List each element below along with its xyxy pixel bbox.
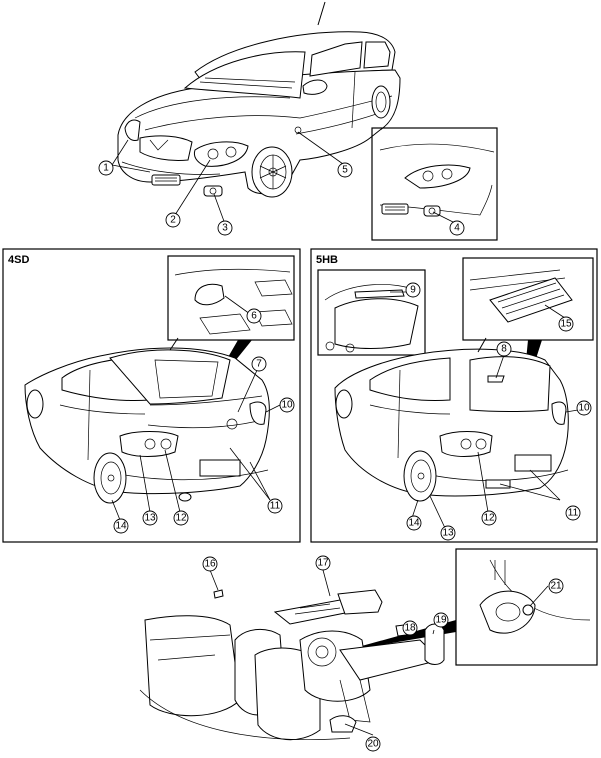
front-car-illustration [117,1,401,198]
callout-18: 18 [402,620,418,636]
sedan-panel [2,248,301,543]
callout-11-sedan: 11 [267,498,283,514]
svg-text:15: 15 [560,319,572,330]
svg-text:7: 7 [256,359,262,370]
callout-13-hatchback: 13 [440,525,456,541]
svg-text:11: 11 [568,508,579,519]
callout-11-hatchback: 11 [565,505,581,521]
callout-21: 21 [548,578,564,594]
callout-2: 2 [165,212,181,228]
svg-text:3: 3 [222,223,228,234]
callout-1: 1 [98,160,114,176]
hatchback-panel [310,248,598,543]
svg-text:5: 5 [342,165,348,176]
callout-6: 6 [246,308,262,324]
interior-illustration [139,548,598,741]
callout-12-hatchback: 12 [481,510,497,526]
svg-text:4: 4 [454,223,460,234]
svg-text:12: 12 [483,513,495,524]
sedan-label: 4SD [8,254,29,266]
svg-text:21: 21 [550,581,562,592]
svg-text:9: 9 [410,285,416,296]
callout-8: 8 [496,341,512,357]
svg-text:10: 10 [281,400,293,411]
svg-text:2: 2 [170,215,176,226]
callout-14-sedan: 14 [113,518,129,534]
svg-text:11: 11 [270,501,281,512]
callout-12-sedan: 12 [173,510,189,526]
svg-text:13: 13 [144,513,156,524]
svg-text:10: 10 [578,403,590,414]
svg-text:20: 20 [367,739,379,750]
svg-text:18: 18 [404,623,416,634]
svg-text:1: 1 [103,163,109,174]
callout-20: 20 [365,736,381,752]
svg-text:12: 12 [175,513,187,524]
svg-text:14: 14 [115,521,127,532]
svg-text:13: 13 [442,528,454,539]
hatchback-label: 5HB [316,254,338,266]
callout-5: 5 [337,162,353,178]
svg-text:6: 6 [251,311,257,322]
svg-text:19: 19 [435,615,447,626]
callout-13-sedan: 13 [142,510,158,526]
fog-light-inset [371,127,498,241]
callout-3: 3 [217,220,233,236]
callout-10-sedan: 10 [279,397,295,413]
callout-16: 16 [202,556,218,572]
callout-7: 7 [251,356,267,372]
callout-14-hatchback: 14 [406,515,422,531]
callout-17: 17 [315,555,331,571]
callout-4: 4 [449,220,465,236]
svg-text:8: 8 [501,344,507,355]
callout-9: 9 [405,282,421,298]
callout-10-hatchback: 10 [576,400,592,416]
svg-text:14: 14 [408,518,420,529]
top-callout-leaders [111,131,456,225]
callout-19: 19 [433,612,449,628]
svg-text:17: 17 [317,558,329,569]
callout-15: 15 [558,316,574,332]
svg-text:16: 16 [204,559,216,570]
